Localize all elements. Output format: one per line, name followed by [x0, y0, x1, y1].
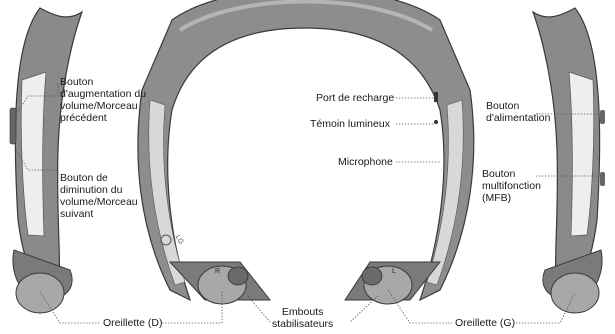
label-volume-down-line4: suivant — [60, 208, 138, 220]
label-mfb-button-line2: multifonction — [482, 180, 541, 192]
charging-port-mark — [434, 92, 438, 102]
label-volume-up: Bouton d'augmentation du volume/Morceau … — [60, 76, 146, 124]
label-indicator-light: Témoin lumineux — [310, 118, 390, 130]
right-earbud-side — [16, 273, 64, 313]
side-mark-l: L — [392, 266, 396, 278]
label-volume-down-line1: Bouton de — [60, 172, 138, 184]
side-mark-r: R — [215, 266, 220, 278]
label-mfb-button: Bouton multifonction (MFB) — [482, 168, 541, 204]
side-view-left-earpiece — [533, 8, 605, 313]
label-mfb-button-line1: Bouton — [482, 168, 541, 180]
label-volume-down-line3: volume/Morceau — [60, 196, 138, 208]
label-microphone: Microphone — [338, 156, 393, 168]
neckband-center — [138, 0, 474, 304]
label-volume-down: Bouton de diminution du volume/Morceau s… — [60, 172, 138, 220]
label-volume-up-line3: volume/Morceau — [60, 100, 146, 112]
mfb-button-mark — [600, 172, 605, 186]
label-volume-up-line1: Bouton — [60, 76, 146, 88]
label-ear-gels-line1: Embouts — [272, 306, 333, 318]
label-power-button-line2: d'alimentation — [486, 112, 550, 124]
neckband-body — [138, 0, 474, 300]
label-volume-down-line2: diminution du — [60, 184, 138, 196]
label-earbud-left: Oreillette (G) — [455, 317, 515, 329]
label-ear-gels-line2: stabilisateurs — [272, 318, 333, 330]
label-mfb-button-line3: (MFB) — [482, 192, 541, 204]
label-ear-gels: Embouts stabilisateurs — [272, 306, 333, 330]
label-power-button: Bouton d'alimentation — [486, 100, 550, 124]
indicator-light-mark — [434, 120, 438, 124]
label-charging-port: Port de recharge — [316, 92, 394, 104]
left-earbud-side — [551, 273, 599, 313]
label-volume-up-line4: précédent — [60, 112, 146, 124]
power-button-mark — [600, 110, 605, 124]
label-volume-up-line2: d'augmentation du — [60, 88, 146, 100]
volume-button-right-side — [10, 108, 16, 144]
label-power-button-line1: Bouton — [486, 100, 550, 112]
label-earbud-right: Oreillette (D) — [103, 317, 163, 329]
side-view-right-earpiece — [10, 8, 82, 313]
